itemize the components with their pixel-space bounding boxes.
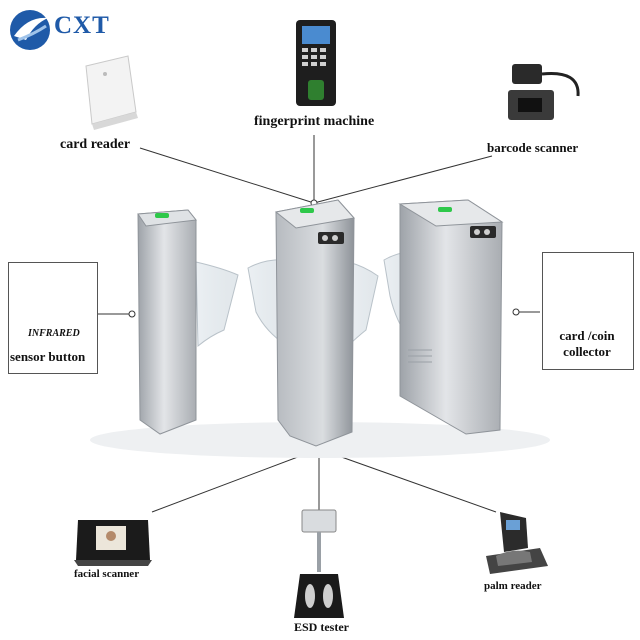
brand-name: CXT <box>54 12 110 39</box>
connector-lines <box>97 135 540 513</box>
sensor-button-frame <box>8 262 98 374</box>
facial-scanner-icon <box>74 520 152 566</box>
turnstile-left-cabinet <box>137 209 197 435</box>
sensor-button-label: sensor button <box>10 349 86 364</box>
card-coin-frame <box>542 252 634 370</box>
fingerprint-machine-icon <box>296 20 336 106</box>
flap-left <box>195 261 239 348</box>
turnstile-right-cabinet <box>398 199 504 435</box>
dot-right <box>512 308 520 316</box>
line-card-reader <box>139 147 315 204</box>
indicator-light <box>438 207 452 212</box>
card-reader-label: card reader <box>60 137 131 152</box>
esd-tester-icon <box>294 509 344 618</box>
facial-scanner-label: facial scanner <box>74 568 140 580</box>
palm-reader-label: palm reader <box>484 580 542 592</box>
barcode-scanner-icon <box>508 64 580 120</box>
card-coin-label-line2: collector <box>563 344 611 359</box>
line-palm-reader <box>318 448 497 513</box>
card-coin-label: card /coin collector <box>542 328 632 360</box>
indicator-light <box>300 208 314 213</box>
card-reader-icon <box>85 55 138 130</box>
card-reader-panel <box>318 232 344 244</box>
palm-reader-icon <box>486 512 548 574</box>
fingerprint-machine-label: fingerprint machine <box>254 114 375 129</box>
card-reader-panel <box>470 226 496 238</box>
cxt-logo-icon <box>10 10 50 50</box>
esd-tester-label: ESD tester <box>294 620 349 634</box>
line-facial-scanner <box>151 448 320 513</box>
dot-left <box>128 310 136 318</box>
turnstile-center-cabinet <box>274 199 355 447</box>
line-barcode <box>313 155 493 204</box>
card-coin-label-line1: card /coin <box>559 328 615 343</box>
barcode-scanner-label: barcode scanner <box>487 140 579 155</box>
indicator-light <box>155 213 169 218</box>
sensor-button-caption: INFRARED <box>28 328 80 339</box>
